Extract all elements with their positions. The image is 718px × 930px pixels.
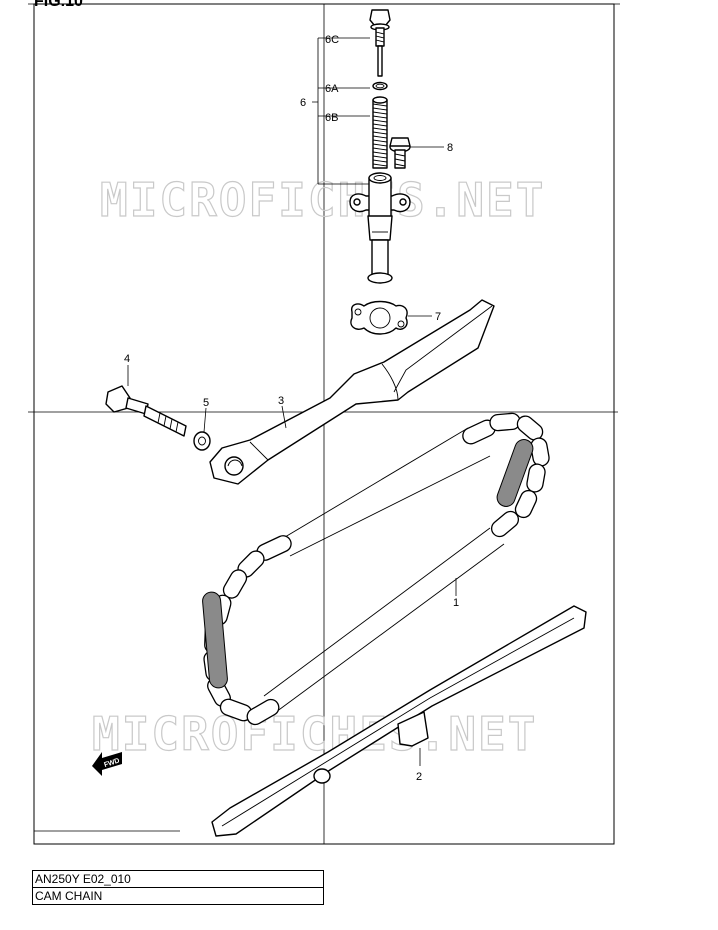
tensioner-guide-3: [209, 299, 495, 485]
callout-8: 8: [447, 142, 453, 154]
callout-3: 3: [278, 395, 284, 407]
tensioner-body: [349, 172, 411, 284]
gasket-7: [350, 300, 408, 335]
callout-6c: 6C: [325, 34, 339, 46]
chain-links-left: [202, 535, 292, 726]
diagram-name: CAM CHAIN: [32, 887, 324, 905]
info-row-code: AN250Y E02_010: [32, 870, 324, 888]
spring-6b: [372, 96, 388, 169]
oring-6a: [372, 81, 388, 91]
forward-arrow-icon: FWD: [92, 752, 122, 776]
callout-1: 1: [453, 597, 459, 609]
cam-chain-1: [202, 412, 550, 726]
figure-title: FIG.10: [34, 0, 83, 10]
info-row-name: CAM CHAIN: [32, 887, 324, 905]
watermark-top: MICROFICHES.NET: [100, 173, 545, 227]
washer-5: [193, 431, 211, 451]
callout-6b: 6B: [325, 112, 338, 124]
chain-guide-2: [211, 605, 587, 837]
chain-links-top: [462, 412, 550, 538]
callout-6a: 6A: [325, 83, 339, 95]
callout-6: 6: [300, 97, 306, 109]
bracket-6: [312, 37, 370, 185]
diagram-code: AN250Y E02_010: [32, 870, 324, 888]
watermark-bottom: MICROFICHES.NET: [92, 707, 537, 761]
forward-arrow-label: FWD: [103, 757, 120, 769]
callout-2: 2: [416, 771, 422, 783]
callout-4: 4: [124, 353, 130, 365]
callout-7: 7: [435, 311, 441, 323]
info-table: AN250Y E02_010 CAM CHAIN: [32, 870, 324, 905]
bolt-8: [389, 137, 411, 169]
callout-5: 5: [203, 397, 209, 409]
bolt-4: [105, 385, 187, 437]
tensioner-assembly: [349, 9, 411, 335]
tensioner-bolt-6c: [369, 9, 391, 77]
